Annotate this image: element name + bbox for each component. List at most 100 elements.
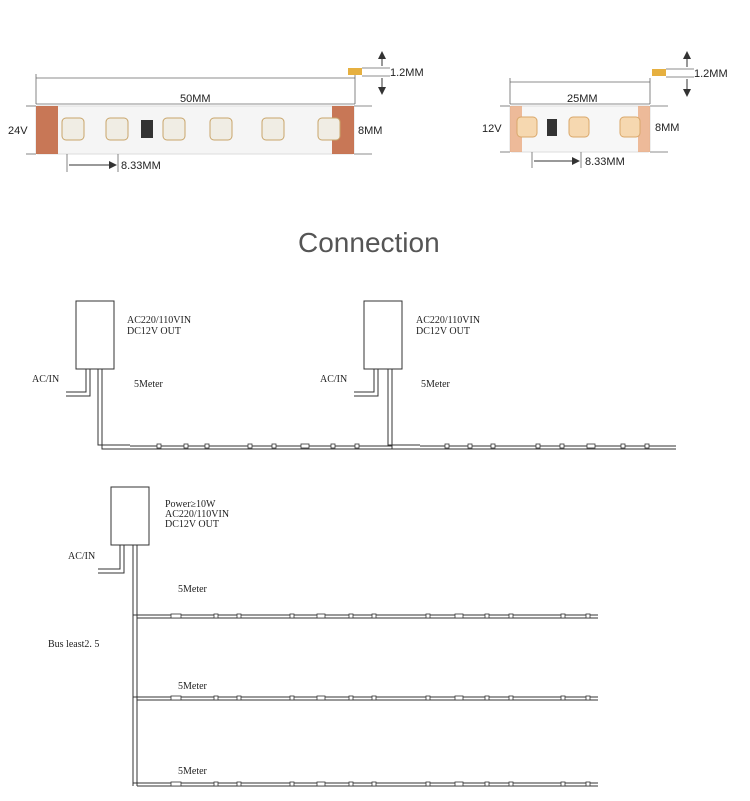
led-row xyxy=(516,116,641,138)
resistor-marker xyxy=(300,443,310,449)
led-chip xyxy=(61,117,85,141)
led-marker xyxy=(236,781,242,787)
resistor-marker xyxy=(170,613,182,619)
ac-in-label: AC/IN xyxy=(32,374,59,385)
resistor-marker xyxy=(170,781,182,787)
led-marker xyxy=(425,695,431,701)
led-marker xyxy=(371,781,377,787)
led-marker xyxy=(213,613,219,619)
strip-length-label: 50MM xyxy=(180,93,211,105)
led-chip xyxy=(619,116,641,138)
led-marker xyxy=(559,443,565,449)
led-marker xyxy=(371,613,377,619)
power-spec-line2: DC12V OUT xyxy=(127,326,181,337)
voltage-label: 12V xyxy=(482,123,502,135)
resistor-marker xyxy=(586,443,596,449)
connection-diagram-single-1: AC220/110VIN DC12V OUT AC/IN 5Meter xyxy=(32,300,392,450)
ac-input-wire-2 xyxy=(98,545,125,574)
led-marker xyxy=(560,695,566,701)
bus-label: Bus least2. 5 xyxy=(48,639,99,650)
resistor-marker xyxy=(316,695,326,701)
bus-branch-2: 5Meter xyxy=(133,681,598,701)
ac-input-wire-2 xyxy=(66,369,91,397)
pitch-label: 8.33MM xyxy=(585,156,625,168)
led-marker xyxy=(444,443,450,449)
power-spec-line1: AC220/110VIN xyxy=(127,315,191,326)
led-marker xyxy=(289,613,295,619)
led-marker xyxy=(183,443,189,449)
led-marker xyxy=(425,613,431,619)
led-chip xyxy=(317,117,341,141)
thickness-label: 1.2MM xyxy=(390,67,424,79)
strip-segment-markers xyxy=(156,443,360,449)
power-supply-box xyxy=(110,486,150,546)
led-marker xyxy=(236,695,242,701)
resistor xyxy=(547,119,557,136)
bus-branch-1: 5Meter xyxy=(133,584,598,619)
thickness-label: 1.2MM xyxy=(694,68,728,80)
led-chip xyxy=(261,117,285,141)
strip-segment-markers xyxy=(170,613,591,619)
dc-output-wire-2 xyxy=(101,369,130,450)
led-marker xyxy=(560,613,566,619)
led-marker xyxy=(289,695,295,701)
led-marker xyxy=(348,695,354,701)
width-label: 8MM xyxy=(655,122,679,134)
power-spec-line1: AC220/110VIN xyxy=(165,509,229,520)
led-marker xyxy=(560,781,566,787)
led-marker xyxy=(213,781,219,787)
led-marker xyxy=(156,443,162,449)
resistor-marker xyxy=(316,613,326,619)
branch-length-label: 5Meter xyxy=(178,584,208,595)
strip-24v: 50MM 24V 8MM 1.2MM xyxy=(8,51,424,172)
power-spec-line2: DC12V OUT xyxy=(165,519,219,530)
led-marker xyxy=(484,695,490,701)
led-marker xyxy=(271,443,277,449)
led-marker xyxy=(490,443,496,449)
led-chip xyxy=(162,117,186,141)
resistor xyxy=(141,120,153,138)
power-supply-box xyxy=(75,300,115,370)
led-marker xyxy=(644,443,650,449)
led-chip xyxy=(568,116,590,138)
led-chip xyxy=(105,117,129,141)
resistor-marker xyxy=(170,695,182,701)
power-rating-line: Power≥10W xyxy=(165,499,216,510)
resistor-marker xyxy=(316,781,326,787)
led-marker xyxy=(585,613,591,619)
connection-diagram-bus: Power≥10W AC220/110VIN DC12V OUT AC/IN B… xyxy=(48,486,598,787)
connection-diagram-single-2: AC220/110VIN DC12V OUT AC/IN 5Meter xyxy=(320,300,676,450)
section-title: Connection xyxy=(298,227,440,258)
led-marker xyxy=(425,781,431,787)
ac-in-label: AC/IN xyxy=(68,551,95,562)
led-marker xyxy=(348,613,354,619)
led-marker xyxy=(484,613,490,619)
ac-input-wire-1 xyxy=(98,545,121,570)
led-marker xyxy=(535,443,541,449)
strip-length-label: 5Meter xyxy=(421,379,451,390)
ac-input-wire-1 xyxy=(354,369,375,393)
strip-segment-markers xyxy=(444,443,650,449)
led-marker xyxy=(204,443,210,449)
branch-length-label: 5Meter xyxy=(178,766,208,777)
ac-input-wire-1 xyxy=(66,369,87,393)
bus-branch-3: 5Meter xyxy=(133,766,598,787)
ac-in-label: AC/IN xyxy=(320,374,347,385)
led-marker xyxy=(585,781,591,787)
led-marker xyxy=(508,695,514,701)
strip-end-pad-left xyxy=(36,106,58,154)
strip-segment-markers xyxy=(170,781,591,787)
dc-output-wire-1 xyxy=(387,369,420,446)
led-chip xyxy=(516,116,538,138)
led-row xyxy=(61,117,341,141)
led-marker xyxy=(620,443,626,449)
led-chip xyxy=(209,117,233,141)
led-marker xyxy=(371,695,377,701)
power-supply-box xyxy=(363,300,403,370)
thickness-sample xyxy=(348,68,362,75)
led-marker xyxy=(330,443,336,449)
led-marker xyxy=(354,443,360,449)
strip-end-pad-right xyxy=(638,106,650,152)
strip-length-label: 5Meter xyxy=(134,379,164,390)
strip-length-label: 25MM xyxy=(567,93,598,105)
